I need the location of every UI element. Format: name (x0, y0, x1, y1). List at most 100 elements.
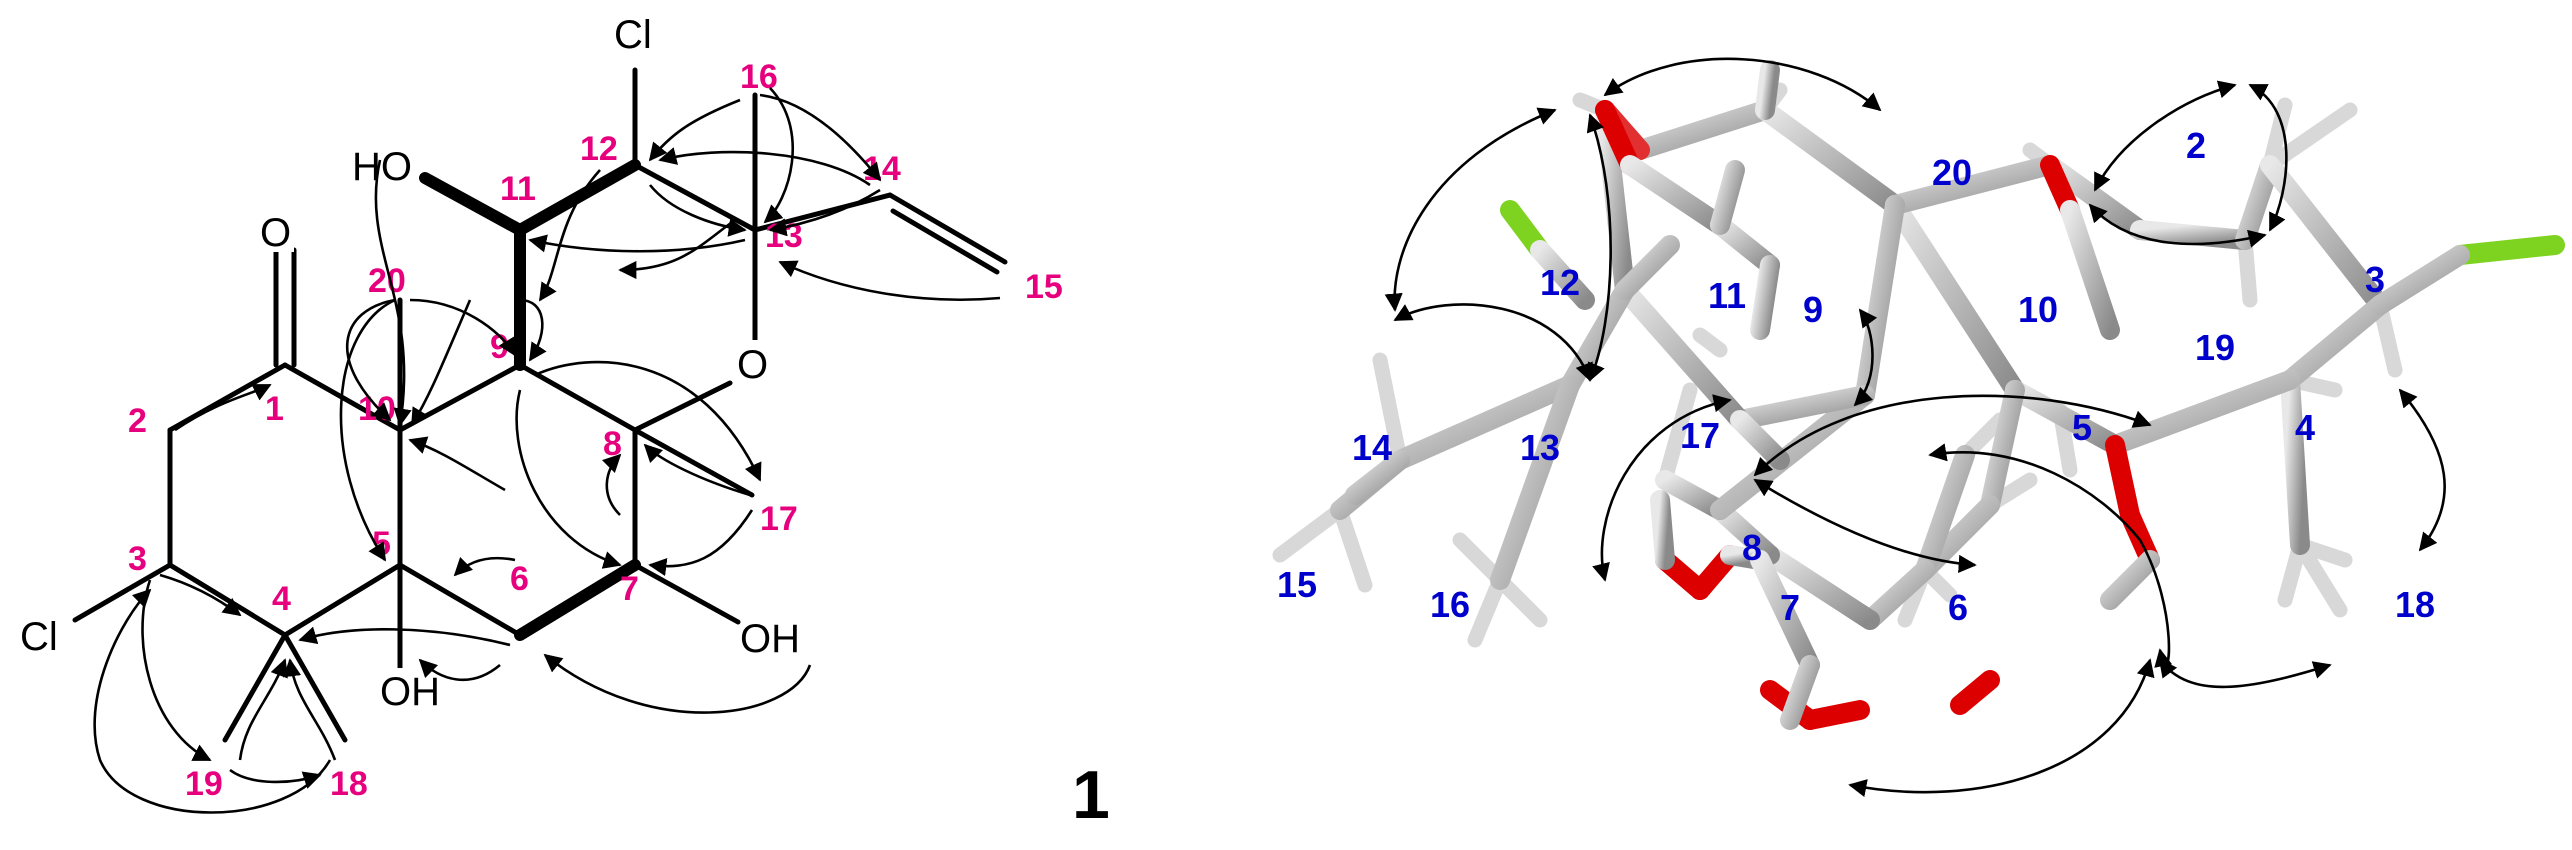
bond-c4-c5 (282, 562, 403, 638)
c7-label: 7 (620, 570, 639, 608)
bond-c1-c2 (167, 362, 288, 433)
atom-oh-c7: OH (740, 617, 800, 661)
c6-label-3d: 6 (1948, 587, 1968, 628)
c19-label: 19 (185, 765, 223, 803)
noesy-arrow (1586, 113, 1612, 382)
c13-label: 13 (765, 217, 803, 255)
hmbc-arrow (658, 147, 871, 187)
hmbc-arrow (768, 188, 881, 237)
hmbc-arrow (648, 509, 754, 577)
c13-label-3d: 13 (1520, 427, 1560, 468)
hmbc-arrow (409, 298, 517, 357)
compound-number: 1 (1072, 757, 1110, 833)
hmbc-arrow (229, 768, 322, 789)
c7-label-3d: 7 (1780, 587, 1800, 628)
structure-2d: O Cl HO O Cl OH OH 1 2 3 4 5 6 7 8 9 10 … (20, 13, 1063, 814)
noesy-arrow (1393, 303, 1593, 382)
bond-c9-c8 (517, 362, 638, 433)
c16-label-3d: 16 (1430, 584, 1470, 625)
c1-label: 1 (265, 390, 284, 428)
c20-label-3d: 20 (1932, 152, 1972, 193)
bond-o-c8 (632, 380, 733, 433)
sticks (1272, 60, 2565, 730)
bond-c12-c13 (632, 162, 758, 233)
hmbc-arrow (174, 383, 272, 432)
hmbc-arrow (543, 653, 812, 714)
bond-c14-c15-a (887, 192, 1008, 265)
bond-c7-oh (632, 562, 741, 625)
noesy-arrow (1853, 308, 1878, 407)
hmbc-arrow (618, 218, 736, 280)
c17-label: 17 (760, 500, 798, 538)
hmbc-arrow (759, 93, 882, 182)
carbon-numbers-2d: 1 2 3 4 5 6 7 8 9 10 11 12 13 14 15 16 1… (128, 58, 1063, 803)
c11-label: 11 (500, 170, 536, 208)
hmbc-arrow (519, 298, 547, 362)
hmbc-arrow (93, 588, 332, 814)
bond-c7-c6 (514, 559, 641, 641)
hmbc-arrow (538, 169, 601, 302)
hmbc-arrows (93, 87, 1001, 814)
c8-label-3d: 8 (1742, 527, 1762, 568)
c12-label-3d: 12 (1540, 262, 1580, 303)
c14-label: 14 (863, 150, 901, 188)
hmbc-arrow (238, 658, 288, 761)
bond-c11-c12 (514, 159, 641, 236)
c12-label: 12 (580, 130, 618, 168)
hmbc-arrow (345, 298, 396, 422)
hmbc-arrow (643, 443, 751, 497)
noesy-arrow (1384, 107, 1557, 312)
atom-o-ring: O (737, 343, 768, 387)
carbon-numbers-3d: 2 3 4 5 6 7 8 9 10 11 12 13 14 15 16 17 … (1277, 125, 2435, 628)
noesy-arrow (1603, 57, 1882, 112)
noesy-arrow (1592, 394, 1732, 582)
bond-c8-c17 (632, 427, 755, 498)
bond-c10-c9 (397, 362, 523, 433)
noesy-arrow (2088, 203, 2267, 248)
bond-c3-cl (72, 562, 173, 623)
hmbc-arrow (515, 389, 622, 569)
c19-label-3d: 19 (2195, 327, 2235, 368)
hmbc-arrow (339, 298, 396, 562)
c8-label: 8 (603, 425, 622, 463)
c14-label-3d: 14 (1352, 427, 1392, 468)
model-3d: 2 3 4 5 6 7 8 9 10 11 12 13 14 15 16 17 … (1272, 57, 2565, 798)
c2-label: 2 (128, 402, 147, 440)
atom-ho-c11: HO (352, 145, 412, 189)
c6-label: 6 (510, 560, 529, 598)
c9-label: 9 (490, 328, 509, 366)
noesy-arrow (2093, 80, 2237, 192)
bond-c11-oh (419, 172, 526, 236)
noesy-arrow (1753, 394, 2152, 477)
bond-c4-c19 (222, 632, 288, 743)
c2-label-3d: 2 (2186, 125, 2206, 166)
c4-label-3d: 4 (2295, 407, 2315, 448)
c10-label: 10 (358, 390, 396, 428)
bond-c4-c18 (282, 632, 348, 743)
c18-label-3d: 18 (2395, 584, 2435, 625)
hmbc-arrow (141, 579, 212, 762)
hmbc-arrow (374, 159, 412, 427)
hmbc-arrow (453, 556, 516, 577)
c15-label-3d: 15 (1277, 564, 1317, 605)
noesy-arrow (1848, 658, 2155, 798)
c3-label: 3 (128, 540, 147, 578)
hmbc-arrow (159, 573, 242, 617)
hmbc-arrow (648, 98, 741, 162)
c10-label-3d: 10 (2018, 289, 2058, 330)
bond-c3-c4 (167, 562, 288, 638)
noesy-arrow (2158, 658, 2332, 689)
noesy-arrow (2248, 83, 2288, 232)
atom-cl-c12: Cl (614, 13, 652, 57)
hmbc-arrow (418, 658, 501, 682)
atom-cl-c3: Cl (20, 615, 58, 659)
hmbc-arrow (534, 360, 762, 482)
c4-label: 4 (272, 580, 291, 618)
hmbc-arrow (648, 184, 747, 237)
atom-o-carbonyl: O (260, 211, 291, 255)
c18-label: 18 (330, 765, 368, 803)
atom-labels-2d: O Cl HO O Cl OH OH (20, 13, 800, 714)
hmbc-arrow (601, 453, 622, 516)
